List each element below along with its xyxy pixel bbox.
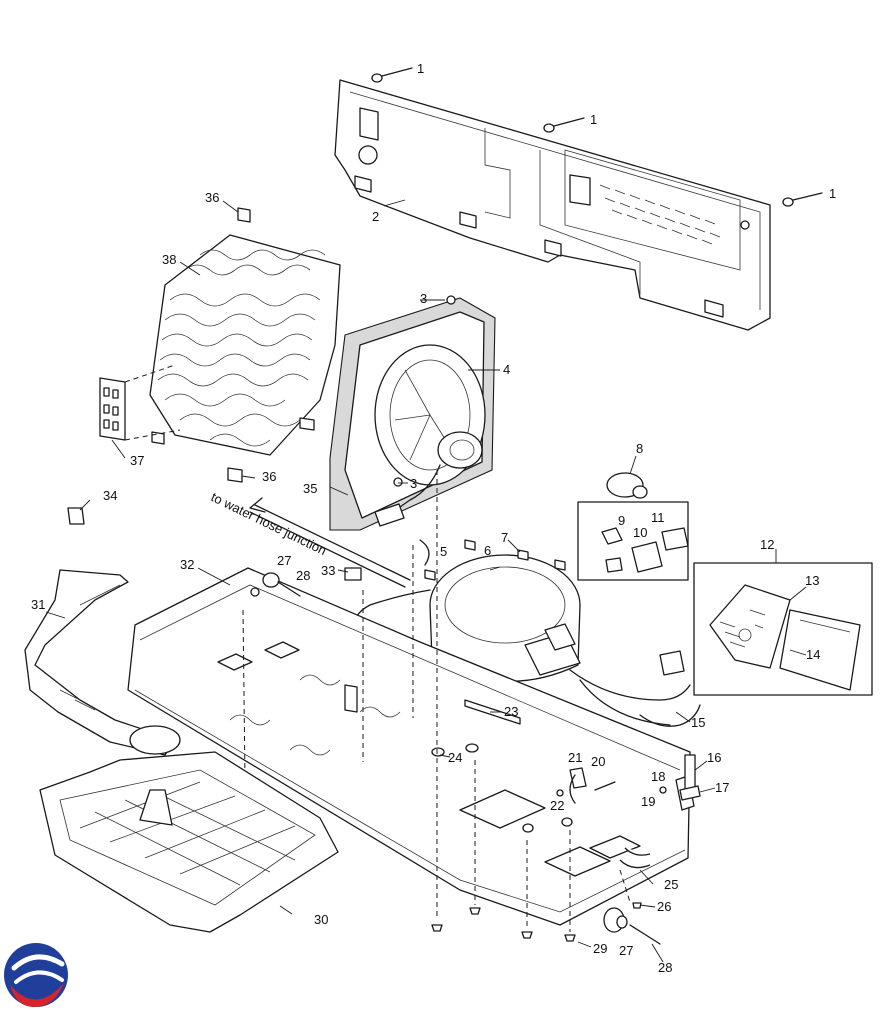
- label-12: 12: [760, 537, 774, 552]
- label-10: 10: [633, 525, 647, 540]
- label-30: 30: [314, 912, 328, 927]
- label-32: 32: [180, 557, 194, 572]
- leader-lines: [45, 199, 807, 963]
- label-21: 21: [568, 750, 582, 765]
- water-tube: [249, 497, 411, 588]
- label-31: 31: [31, 597, 45, 612]
- label-36: 36: [262, 469, 276, 484]
- label-2: 2: [372, 209, 379, 224]
- drain-pan: [39, 751, 339, 933]
- label-23: 23: [504, 704, 518, 719]
- label-19: 19: [641, 794, 655, 809]
- label-25: 25: [664, 877, 678, 892]
- label-14: 14: [806, 647, 820, 662]
- label-37: 37: [130, 453, 144, 468]
- label-8: 8: [636, 441, 643, 456]
- clip-34: [67, 507, 85, 525]
- label-27: 27: [277, 553, 291, 568]
- label-33: 33: [321, 563, 335, 578]
- drain-grommet: [606, 472, 648, 499]
- relay-group: [577, 501, 689, 581]
- base-pan: [127, 567, 695, 926]
- label-36: 36: [205, 190, 219, 205]
- fasteners: [262, 572, 661, 945]
- label-1: 1: [829, 186, 836, 201]
- label-27: 27: [619, 943, 633, 958]
- label-4: 4: [503, 362, 510, 377]
- label-35: 35: [303, 481, 317, 496]
- label-28: 28: [658, 960, 672, 975]
- label-18: 18: [651, 769, 665, 784]
- label-7: 7: [501, 530, 508, 545]
- label-16: 16: [707, 750, 721, 765]
- label-38: 38: [162, 252, 176, 267]
- drain-tube: [24, 569, 181, 756]
- label-26: 26: [657, 899, 671, 914]
- label-1: 1: [417, 61, 424, 76]
- label-3: 3: [420, 291, 427, 306]
- compressor-clips: [419, 539, 566, 581]
- condenser-coil: [99, 207, 341, 483]
- label-9: 9: [618, 513, 625, 528]
- label-28: 28: [296, 568, 310, 583]
- label-24: 24: [448, 750, 462, 765]
- label-29: 29: [593, 941, 607, 956]
- label-34: 34: [103, 488, 117, 503]
- fan-shroud-assembly: [329, 295, 496, 531]
- label-20: 20: [591, 754, 605, 769]
- label-15: 15: [691, 715, 705, 730]
- label-5: 5: [440, 544, 447, 559]
- label-22: 22: [550, 798, 564, 813]
- label-13: 13: [805, 573, 819, 588]
- label-3: 3: [410, 476, 417, 491]
- label-17: 17: [715, 780, 729, 795]
- rear-panel: [334, 67, 823, 331]
- label-11: 11: [651, 510, 665, 525]
- brand-logo: [4, 943, 68, 1007]
- assembly-lines: [242, 470, 631, 932]
- label-6: 6: [484, 543, 491, 558]
- label-1: 1: [590, 112, 597, 127]
- small-components: [556, 704, 701, 869]
- control-board-box: [693, 562, 873, 696]
- water-hose-note: to water hose junction: [209, 489, 329, 558]
